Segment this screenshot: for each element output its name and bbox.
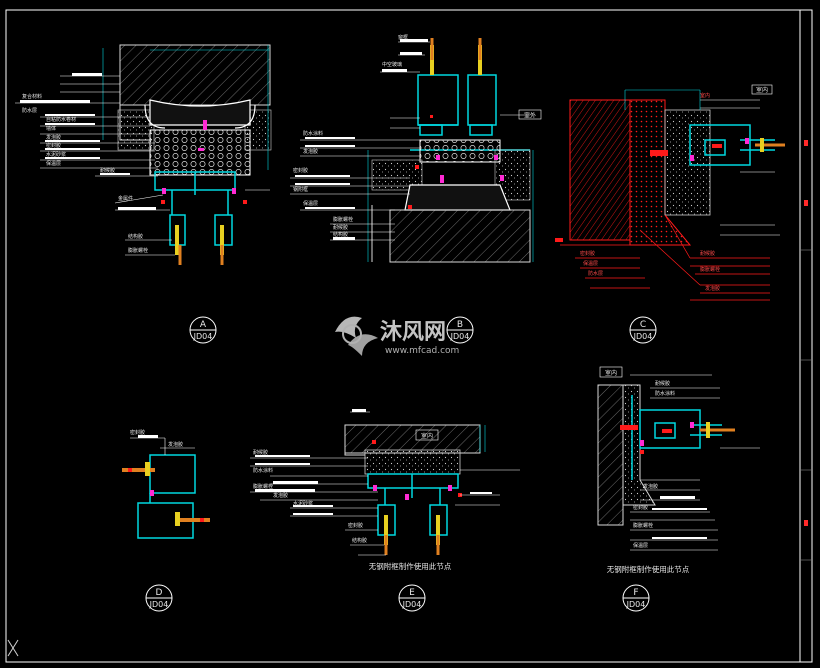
detail-c-marker: 室内 [756,86,768,94]
watermark-url: www.mfcad.com [385,346,459,356]
detail-c-bubble [629,316,657,344]
detail-c-label: 耐候胶 [700,250,715,257]
detail-c-sheet: JD04 [633,332,653,341]
detail-c: 室内 C JD04 [555,84,785,344]
detail-a-bubble [189,316,217,344]
detail-c-label: 室内 [700,92,710,99]
detail-b: 室外 B JD04 [290,38,542,344]
detail-a-label: 自粘防水卷材 [46,116,76,123]
detail-a-label: 密封胶 [46,142,61,149]
detail-f-label: 保温层 [633,542,648,549]
detail-a-label: 结构胶 [128,233,143,240]
detail-f-label: 密封胶 [633,504,648,511]
detail-b-label: 密封胶 [293,167,308,174]
detail-b-label: 膨胀螺栓 [333,216,353,223]
detail-e-label: 膨胀螺栓 [253,483,273,490]
detail-c-label: 保温层 [583,260,598,267]
detail-e-id: E [409,588,415,598]
watermark-logo-icon [335,316,378,356]
detail-a-label: 金属件 [118,195,133,202]
detail-c-label: 密封胶 [580,250,595,257]
detail-b-label: 发泡胶 [303,148,318,155]
detail-f-sheet: JD04 [626,600,646,609]
leader-labels: 复合材料防水层自粘防水卷材墙体发泡胶密封胶水泥砂浆保温层耐候胶金属件结构胶膨胀螺… [22,34,720,549]
detail-a: A JD04 [15,44,272,344]
detail-b-bubble [446,316,474,344]
detail-d-label: 密封胶 [130,429,145,436]
detail-e-label: 结构胶 [352,537,367,544]
detail-c-id: C [640,320,646,330]
detail-e-wall [344,424,481,454]
detail-a-label: 水泥砂浆 [46,151,66,158]
watermark: 沐风网 www.mfcad.com [335,316,459,356]
detail-b-label: 中空玻璃 [382,61,402,68]
detail-c-label: 发泡胶 [705,285,720,292]
detail-c-label: 膨胀螺栓 [700,266,720,273]
detail-b-marker: 室外 [524,112,536,120]
detail-b-wall [389,209,531,263]
detail-f-label: 防水涂料 [655,390,675,397]
detail-b-label: 窗框 [398,34,408,41]
detail-f-label: 发泡胶 [643,483,658,490]
watermark-brand: 沐风网 [380,320,446,345]
detail-a-label: 保温层 [46,160,61,167]
detail-d-sheet: JD04 [149,600,169,609]
detail-b-insulation [419,139,501,163]
detail-a-label: 防水层 [22,107,37,114]
detail-a-label: 耐候胶 [100,167,115,174]
detail-b-label: 保温层 [303,200,318,207]
detail-d-bubble [145,584,173,612]
detail-b-label: 防水涂料 [303,130,323,137]
detail-a-label: 膨胀螺栓 [128,247,148,254]
detail-e-label: 耐候胶 [253,449,268,456]
detail-a-id: A [200,320,207,330]
detail-f-label: 耐候胶 [655,380,670,387]
detail-f: 室内 无钢附框制作使用此节点 F JD04 [597,366,760,612]
detail-d-label: 发泡胶 [168,441,183,448]
detail-a-label: 发泡胶 [46,134,61,141]
detail-b-sheet: JD04 [450,332,470,341]
detail-f-bubble [622,584,650,612]
detail-b-label: 结构胶 [333,231,348,238]
detail-e-label: 发泡胶 [273,492,288,499]
detail-c-wall [569,99,631,241]
detail-e-bubble [398,584,426,612]
detail-f-marker: 室内 [605,369,617,377]
detail-e-label: 防水涂料 [253,467,273,474]
detail-a-insulation [149,129,251,176]
ucs-icon [7,639,19,657]
detail-a-label: 复合材料 [22,93,42,100]
detail-b-id: B [457,320,463,330]
detail-a-wall [119,44,271,106]
detail-e-sheet: JD04 [402,600,422,609]
detail-e-label: 水泥砂浆 [293,500,313,507]
detail-d: D JD04 [122,435,210,612]
detail-e: 室内 无钢附框制作使用此节点 E JD04 [250,409,520,612]
detail-f-label: 膨胀螺栓 [633,522,653,529]
detail-b-label: 钢附框 [293,186,308,193]
detail-f-caption: 无钢附框制作使用此节点 [607,564,690,574]
detail-d-id: D [156,588,163,598]
detail-a-label: 墙体 [46,125,56,132]
detail-f-id: F [633,588,638,598]
detail-f-wall [597,384,624,526]
detail-c-label: 防水层 [588,270,603,277]
detail-e-marker: 室内 [421,432,433,440]
detail-e-caption: 无钢附框制作使用此节点 [369,561,452,571]
sheet-border [5,9,813,663]
detail-a-sheet: JD04 [193,332,213,341]
detail-e-label: 密封胶 [348,522,363,529]
detail-b-label: 耐候胶 [333,224,348,231]
